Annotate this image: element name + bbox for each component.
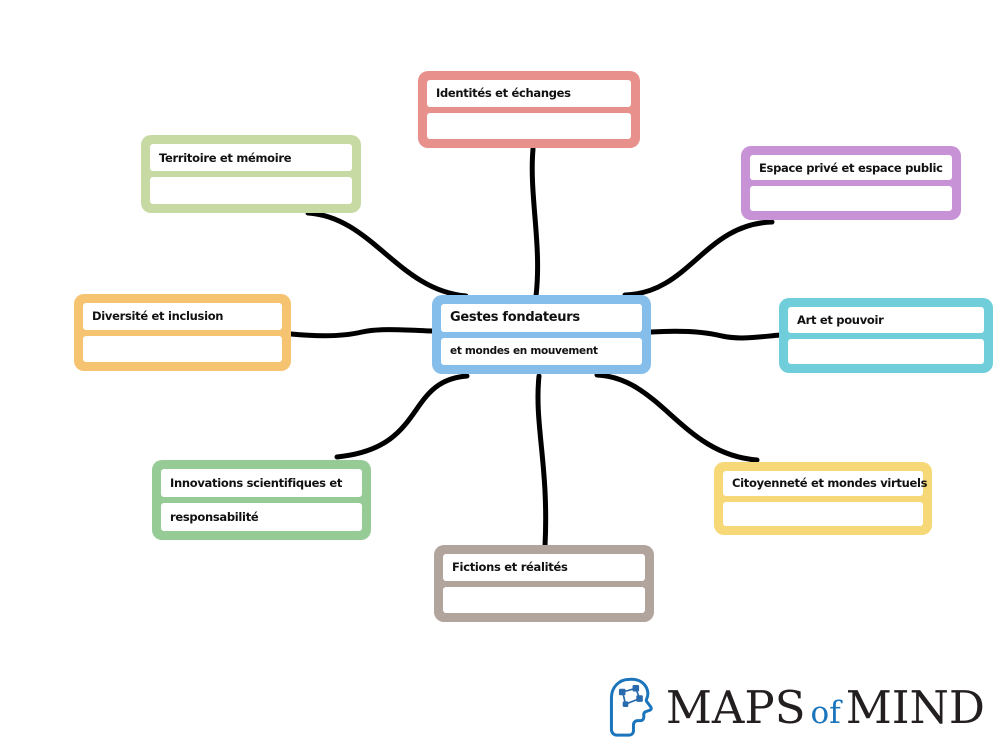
node-body — [723, 501, 923, 526]
node-gestes-fondateurs-center[interactable]: Gestes fondateurs et mondes en mouvement — [432, 295, 651, 374]
head-network-icon — [609, 677, 653, 737]
node-title: Territoire et mémoire — [150, 144, 352, 171]
node-art-et-pouvoir[interactable]: Art et pouvoir — [779, 298, 993, 373]
node-citoyennete-et-mondes-virtuels[interactable]: Citoyenneté et mondes virtuels — [714, 462, 932, 535]
node-espace-prive-et-espace-public[interactable]: Espace privé et espace public — [741, 146, 961, 220]
node-fictions-et-realites[interactable]: Fictions et réalités — [434, 545, 654, 622]
node-body — [150, 177, 352, 204]
node-body — [788, 338, 984, 364]
connector-bottom-left — [334, 373, 470, 460]
node-body — [443, 586, 645, 613]
node-title: Art et pouvoir — [788, 307, 984, 333]
node-title: Identités et échanges — [427, 80, 631, 107]
logo-of: of — [810, 694, 841, 731]
connector-bottom — [535, 373, 549, 549]
node-body: responsabilité — [161, 503, 362, 531]
node-title: Fictions et réalités — [443, 554, 645, 581]
node-body — [427, 112, 631, 139]
connector-top-left — [305, 210, 469, 299]
node-title: Innovations scientifiques et — [161, 469, 362, 497]
node-territoire-et-memoire[interactable]: Territoire et mémoire — [141, 135, 361, 213]
node-diversite-et-inclusion[interactable]: Diversité et inclusion — [74, 294, 291, 371]
node-title: Espace privé et espace public — [750, 155, 952, 180]
node-body — [750, 186, 952, 211]
connector-top-right — [622, 219, 775, 298]
center-node-subtitle: et mondes en mouvement — [441, 337, 642, 365]
logo-maps: MAPS — [665, 680, 806, 734]
connector-top — [529, 146, 541, 299]
node-title: Citoyenneté et mondes virtuels — [723, 471, 927, 496]
network-glyph — [618, 684, 643, 707]
node-innovations-scientifiques[interactable]: Innovations scientifiques et responsabil… — [152, 460, 371, 540]
node-title: Diversité et inclusion — [83, 303, 282, 330]
connector-right — [648, 328, 783, 341]
connector-bottom-right — [594, 372, 760, 463]
connector-left — [288, 327, 435, 339]
node-body — [83, 335, 282, 362]
center-node-title: Gestes fondateurs — [441, 304, 642, 332]
logo-mind: MIND — [845, 680, 985, 734]
node-identites-et-echanges[interactable]: Identités et échanges — [418, 71, 640, 148]
